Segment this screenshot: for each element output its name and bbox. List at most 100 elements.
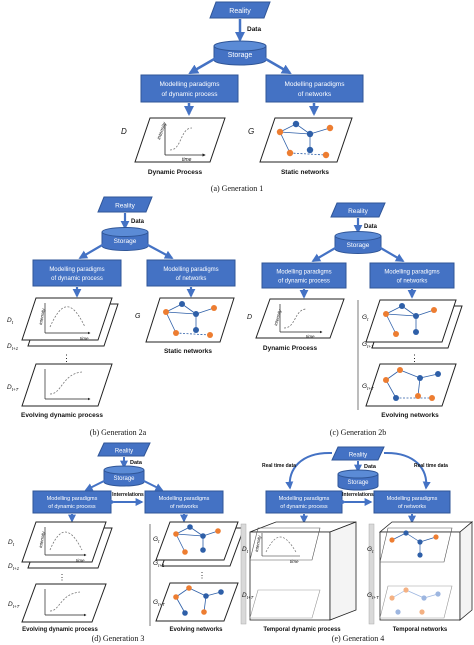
dynamic-plane-t bbox=[21, 521, 107, 563]
caption-a: (a) Generation 1 bbox=[211, 184, 263, 193]
network-graph-t bbox=[173, 524, 221, 555]
network-paradigm-box bbox=[265, 74, 364, 103]
axis-y-label: intensity bbox=[273, 308, 282, 326]
dynamic-plane-tT bbox=[21, 363, 113, 407]
dynamic-plane-tT bbox=[21, 583, 107, 623]
network-plane-t bbox=[365, 299, 457, 343]
network-box-line1: Modelling paradigms bbox=[387, 496, 438, 502]
panel-generation-1: Reality Data Storage Modelling paradigms… bbox=[121, 1, 364, 193]
realtime-left-label: Real time data bbox=[262, 463, 296, 469]
axis-y-label: intensity bbox=[254, 534, 262, 552]
network-graph-tT bbox=[383, 367, 441, 401]
dynamic-box-line2: of dynamic process bbox=[278, 279, 330, 285]
storage-label: Storage bbox=[113, 476, 135, 482]
dynamic-paradigm-box bbox=[261, 262, 347, 289]
axis-x-label: time bbox=[76, 558, 85, 563]
g-label: G bbox=[135, 313, 141, 320]
network-paradigm-box bbox=[369, 262, 455, 289]
panel-generation-2a: Reality Data Storage Modelling paradigms… bbox=[7, 196, 236, 437]
reality-label: Reality bbox=[229, 8, 251, 15]
dynamic-plane-t bbox=[21, 297, 113, 341]
reality-label: Reality bbox=[348, 208, 369, 215]
storage-cylinder bbox=[334, 231, 382, 254]
dynamic-box-line1: Modelling paradigms bbox=[49, 267, 104, 273]
static-network-plane bbox=[259, 117, 353, 163]
d-label-t: Dt bbox=[8, 539, 15, 547]
dynamic-paradigm-box bbox=[32, 259, 122, 287]
dynamic-box-line2: of dynamic process bbox=[280, 504, 328, 510]
reality-label: Reality bbox=[115, 203, 136, 210]
storage-label: Storage bbox=[347, 480, 369, 486]
dynamic-box-line2: of dynamic process bbox=[48, 504, 96, 510]
axis-x-label: time bbox=[182, 157, 192, 163]
evolving-dynamic-caption: Evolving dynamic process bbox=[21, 412, 103, 419]
g-label-t: Gt bbox=[367, 546, 374, 554]
interrelations-label: Interrelations bbox=[342, 492, 374, 498]
temporal-dynamic-cube bbox=[249, 521, 357, 621]
dynamic-box-line1: Modelling paradigms bbox=[279, 496, 330, 502]
ellipsis-left: ⋮ bbox=[58, 573, 66, 582]
static-network-plane bbox=[145, 297, 235, 343]
caption-e: (e) Generation 4 bbox=[332, 634, 384, 643]
network-plane-tT bbox=[155, 582, 239, 622]
realtime-right-label: Real time data bbox=[414, 463, 448, 469]
data-label: Data bbox=[247, 26, 261, 33]
interrelations-label: Interrelations bbox=[112, 492, 144, 498]
dynamic-box-line1: Modelling paradigms bbox=[47, 496, 98, 502]
d-label-tT: Dt+T bbox=[8, 601, 21, 609]
dynamic-box-line2: of dynamic process bbox=[162, 91, 219, 98]
network-paradigm-box bbox=[373, 490, 451, 514]
reality-box bbox=[209, 1, 271, 19]
network-box-line2: of networks bbox=[397, 279, 428, 285]
dynamic-process-caption: Dynamic Process bbox=[148, 169, 203, 176]
dynamic-box-line2: of dynamic process bbox=[51, 276, 103, 282]
dynamic-process-plane bbox=[255, 298, 345, 339]
reality-box bbox=[97, 196, 153, 213]
storage-cylinder bbox=[101, 227, 149, 251]
caption-d: (d) Generation 3 bbox=[92, 634, 145, 643]
d-label-t1: Dt+1 bbox=[7, 343, 19, 351]
data-label: Data bbox=[364, 224, 378, 230]
reality-box bbox=[330, 202, 386, 218]
network-plane-tT bbox=[365, 363, 457, 407]
data-label: Data bbox=[364, 464, 377, 470]
d-label: D bbox=[247, 314, 252, 321]
static-networks-caption: Static networks bbox=[164, 348, 212, 355]
ellipsis: ⋮ bbox=[410, 353, 419, 363]
network-graph-t bbox=[383, 303, 437, 337]
dynamic-paradigm-box bbox=[140, 74, 239, 103]
g-label-t1: Gt+1 bbox=[153, 560, 165, 568]
network-graph-tT bbox=[173, 585, 224, 616]
g-label-t: Gt bbox=[153, 536, 160, 544]
storage-cylinder bbox=[213, 40, 267, 66]
g-label-tT: Gt+T bbox=[367, 592, 380, 600]
network-box-line2: of networks bbox=[298, 91, 332, 98]
d-label-t1: Dt+1 bbox=[8, 563, 20, 571]
storage-label: Storage bbox=[228, 52, 253, 59]
storage-label: Storage bbox=[114, 238, 137, 245]
network-graph bbox=[276, 120, 334, 159]
network-box-line1: Modelling paradigms bbox=[384, 270, 439, 276]
network-box-line1: Modelling paradigms bbox=[159, 496, 210, 502]
g-label-tT: Gt+T bbox=[153, 599, 166, 607]
panel-generation-4: Reality Real time data Real time data Da… bbox=[240, 446, 474, 643]
g-label-t1: Gt+1 bbox=[362, 341, 374, 349]
network-box-line2: of networks bbox=[176, 276, 207, 282]
axis-y-label: intensity bbox=[38, 530, 46, 548]
panel-generation-2b: Reality Data Storage Modelling paradigms… bbox=[247, 202, 463, 437]
caption-c: (c) Generation 2b bbox=[330, 428, 386, 437]
ellipsis-right: ⋮ bbox=[198, 571, 206, 580]
network-paradigm-box bbox=[144, 490, 224, 514]
d-label: D bbox=[121, 127, 127, 136]
network-box-line2: of networks bbox=[170, 504, 198, 510]
network-box-line1: Modelling paradigms bbox=[163, 267, 218, 273]
network-box-line1: Modelling paradigms bbox=[285, 81, 346, 88]
temporal-dynamic-caption: Temporal dynamic process bbox=[263, 627, 341, 633]
caption-b: (b) Generation 2a bbox=[90, 428, 147, 437]
reality-label: Reality bbox=[349, 453, 367, 459]
g-label-tT: Gt+T bbox=[362, 383, 375, 391]
data-label: Data bbox=[131, 219, 145, 225]
network-box-line2: of networks bbox=[398, 504, 426, 510]
temporal-network-cube bbox=[378, 521, 474, 621]
g-label: G bbox=[248, 127, 254, 136]
